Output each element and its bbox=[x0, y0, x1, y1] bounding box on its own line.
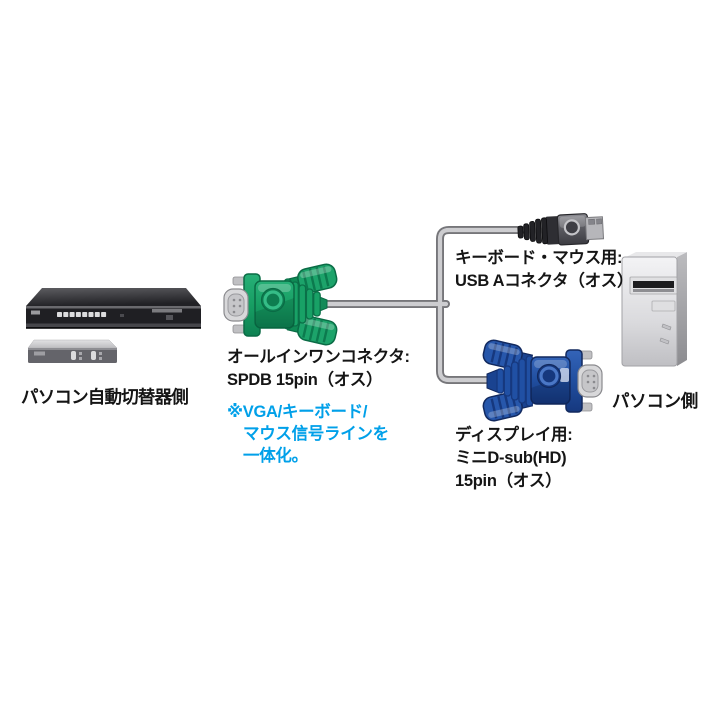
console-box-label bbox=[34, 351, 45, 356]
usb-emblem-icon bbox=[563, 219, 580, 236]
kvm-port-buttons bbox=[57, 312, 107, 317]
display-line3: 15pin（オス） bbox=[455, 472, 562, 490]
display-line2: ミニD-sub(HD) bbox=[455, 449, 567, 467]
all-in-one-line1: オールインワンコネクタ: bbox=[227, 348, 410, 366]
spdb-connector-illustration bbox=[223, 263, 338, 346]
display-connector-label: ディスプレイ用: ミニD-sub(HD) 15pin（オス） bbox=[455, 424, 573, 493]
console-box-illustration bbox=[27, 339, 118, 363]
vga-connector-illustration bbox=[482, 339, 603, 422]
vga-note-line3: 一体化。 bbox=[243, 447, 308, 465]
vga-note-label: ※VGA/キーボード/ マウス信号ラインを 一体化。 bbox=[227, 401, 389, 467]
pc-side-label: パソコン側 bbox=[612, 391, 698, 411]
kvm-logo-mark bbox=[31, 310, 40, 315]
thumbscrew-icon bbox=[286, 263, 338, 294]
vga-note-line2: マウス信号ラインを bbox=[243, 425, 389, 443]
optical-drive-icon bbox=[629, 276, 678, 295]
drive-bay-icon bbox=[651, 300, 676, 312]
usb-connector-label: キーボード・マウス用: USB Aコネクタ（オス） bbox=[455, 247, 633, 293]
switch-side-label: パソコン自動切替器側 bbox=[21, 387, 189, 407]
usb-connector-illustration bbox=[517, 213, 605, 246]
usb-line1: キーボード・マウス用: bbox=[455, 249, 623, 267]
reset-button-icon bbox=[659, 337, 670, 345]
display-line1: ディスプレイ用: bbox=[455, 426, 573, 444]
thumbscrew-icon bbox=[482, 339, 534, 370]
power-button-icon bbox=[661, 323, 672, 331]
pc-tower-illustration bbox=[621, 252, 687, 367]
vga-note-line1: ※VGA/キーボード/ bbox=[227, 403, 368, 421]
all-in-one-connector-label: オールインワンコネクタ: SPDB 15pin（オス） bbox=[227, 346, 410, 392]
kvm-switch-illustration bbox=[26, 288, 201, 329]
cable-split-illustration bbox=[318, 226, 526, 384]
all-in-one-line2: SPDB 15pin（オス） bbox=[227, 371, 383, 389]
usb-line2: USB Aコネクタ（オス） bbox=[455, 272, 634, 290]
